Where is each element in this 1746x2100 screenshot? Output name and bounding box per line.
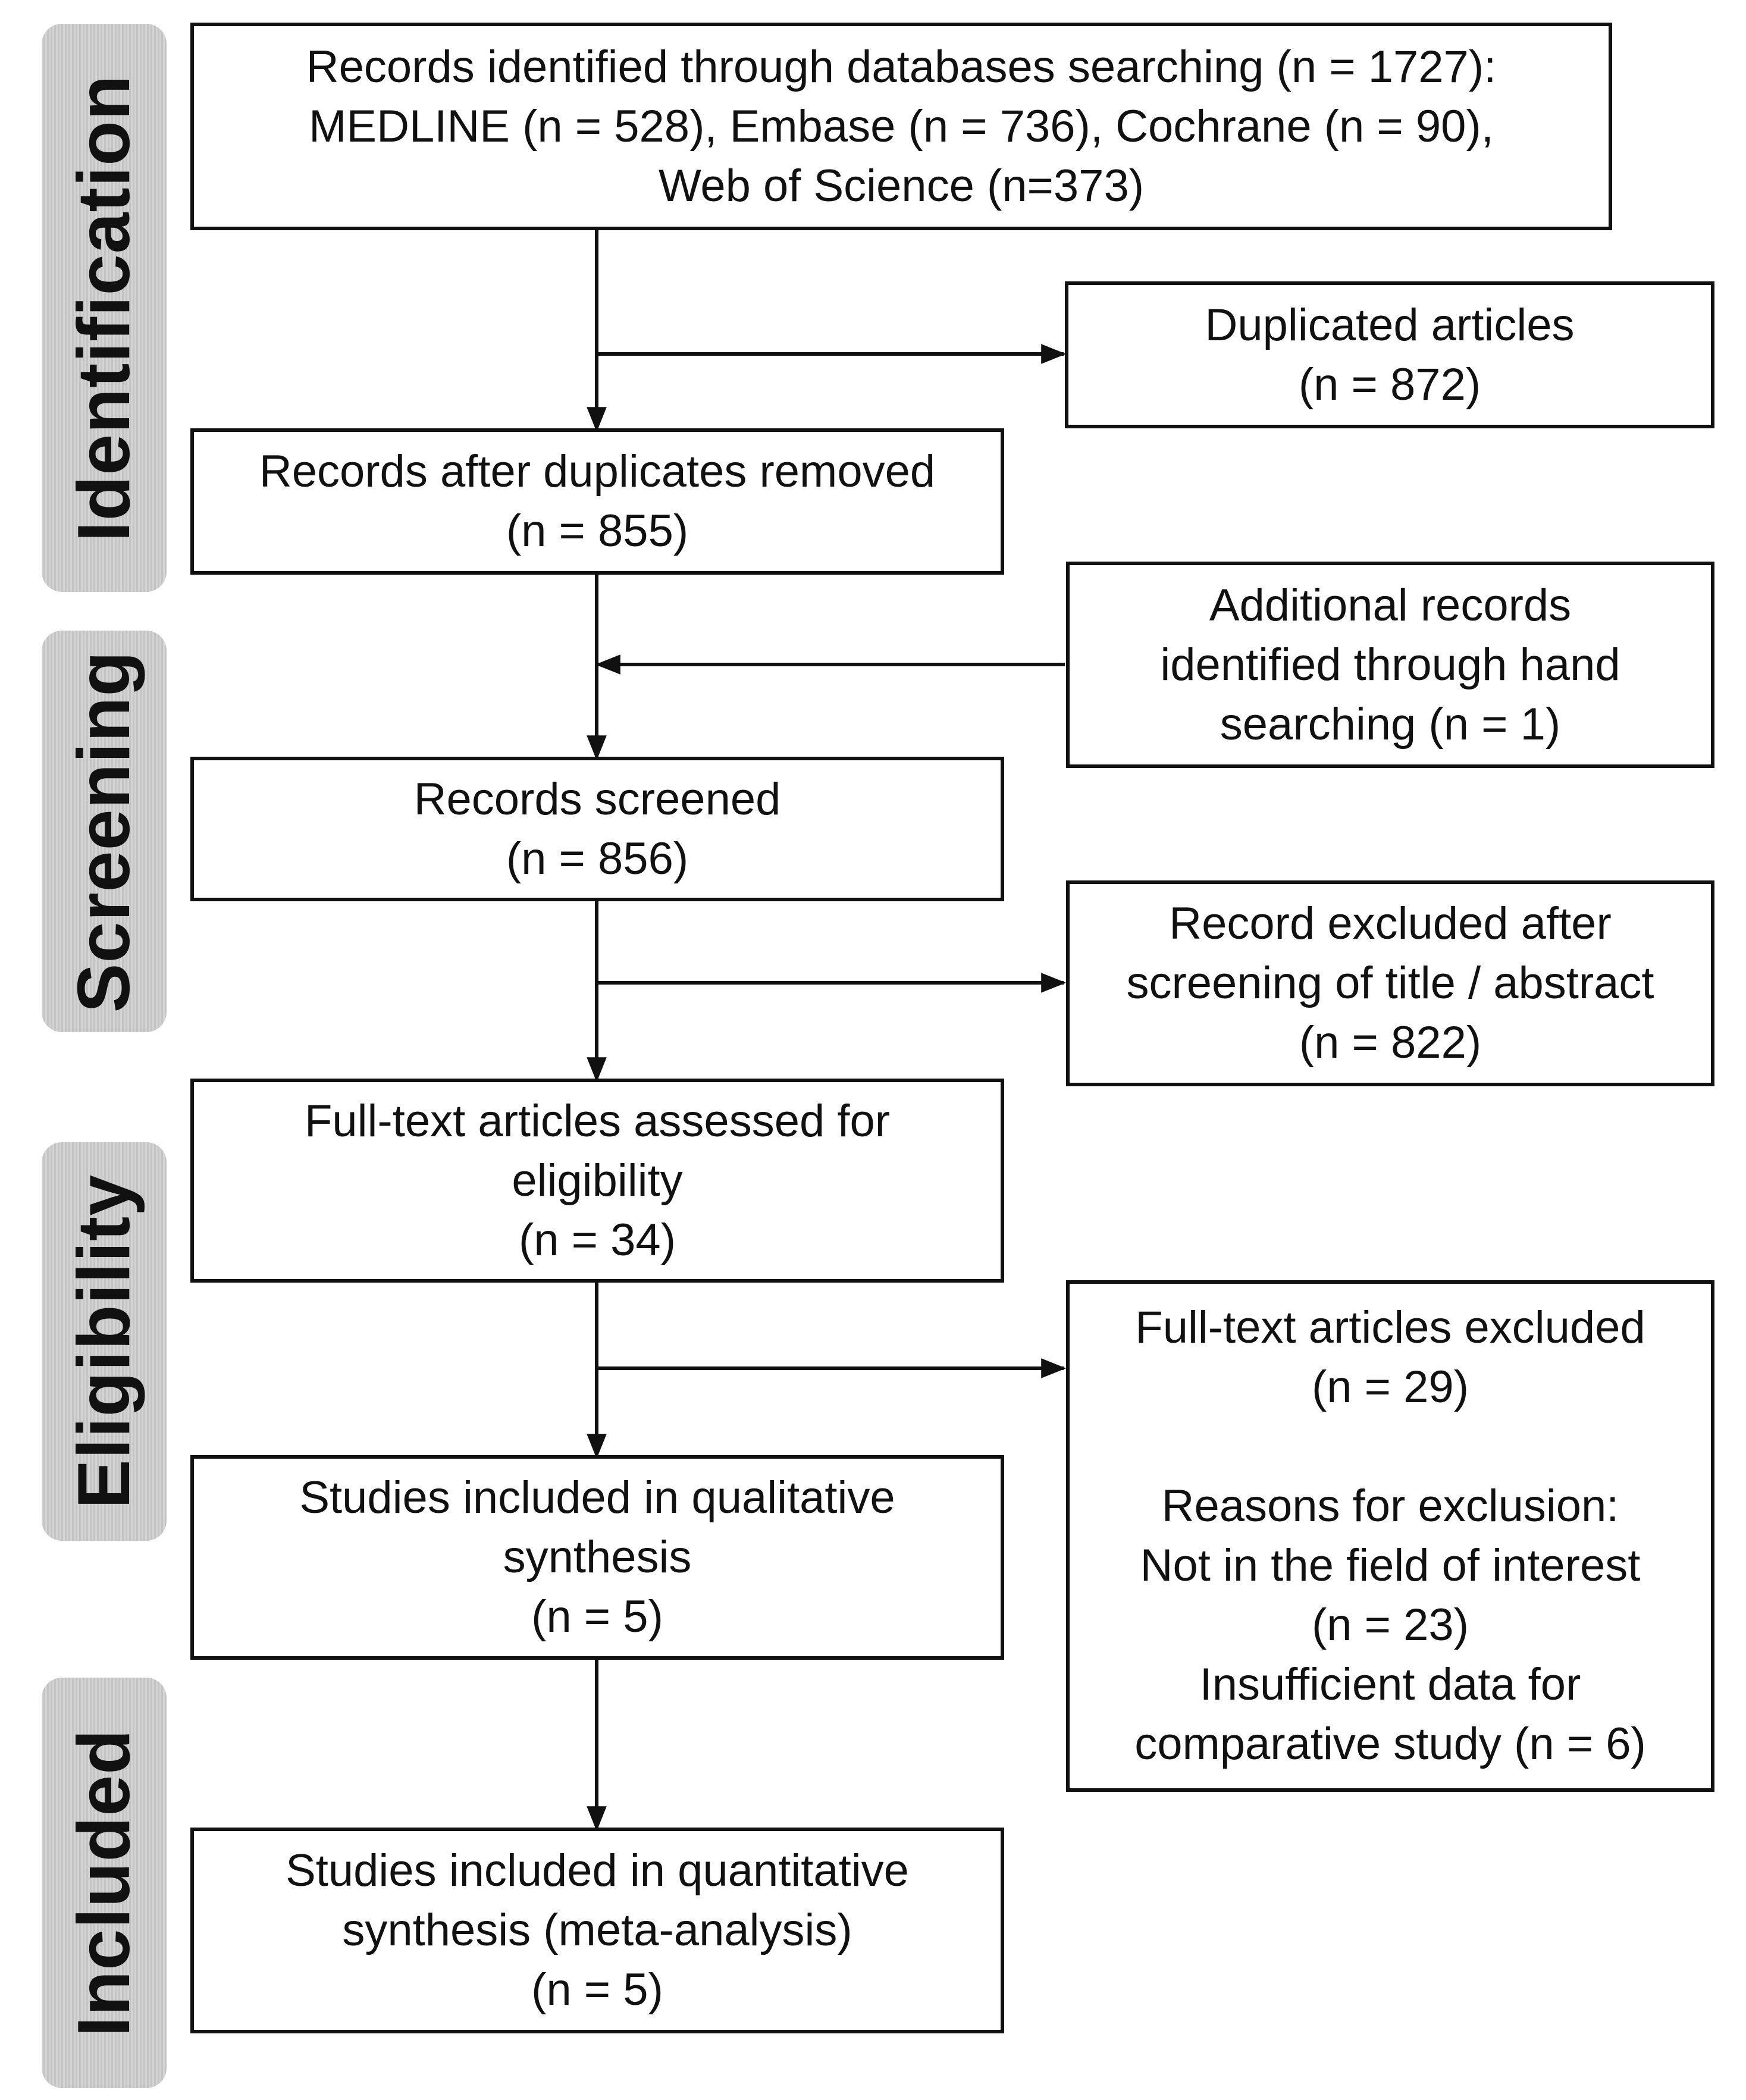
fulltext-excluded-line4: Not in the field of interest [1140,1540,1641,1591]
box-records-after-duplicates: Records after duplicates removed (n = 85… [190,428,1004,575]
box-fulltext-assessed: Full-text articles assessed for eligibil… [190,1079,1004,1283]
excluded-line1: Record excluded after [1169,898,1612,949]
after-duplicates-line1: Records after duplicates removed [259,446,936,497]
duplicated-line2: (n = 872) [1298,359,1481,410]
box-records-excluded: Record excluded after screening of title… [1066,880,1714,1086]
box-fulltext-excluded: Full-text articles excluded (n = 29) Rea… [1066,1280,1714,1792]
phase-eligibility: Eligibility [42,1142,167,1541]
fulltext-excluded-line6: Insufficient data for [1199,1659,1581,1710]
fulltext-assessed-line2: eligibility [512,1155,683,1206]
duplicated-line1: Duplicated articles [1205,299,1575,350]
phase-included: Included [42,1678,167,2088]
excluded-line2: screening of title / abstract [1126,958,1654,1008]
quantitative-line1: Studies included in quantitative [286,1845,909,1896]
fulltext-excluded-line1: Full-text articles excluded [1135,1302,1645,1353]
fulltext-excluded-line5: (n = 23) [1311,1600,1469,1650]
phase-screening: Screening [42,631,167,1032]
phase-identification: Identification [42,24,167,592]
fulltext-excluded-line3: Reasons for exclusion: [1161,1481,1619,1531]
quantitative-line2: synthesis (meta-analysis) [342,1905,852,1955]
box-records-screened: Records screened (n = 856) [190,757,1004,901]
qualitative-line2: synthesis [503,1532,692,1582]
box-qualitative-synthesis: Studies included in qualitative synthesi… [190,1455,1004,1660]
additional-line3: searching (n = 1) [1220,698,1561,750]
fulltext-excluded-line7: comparative study (n = 6) [1134,1719,1646,1769]
records-screened-line1: Records screened [413,773,781,825]
after-duplicates-line2: (n = 855) [506,506,689,556]
fulltext-excluded-line2: (n = 29) [1311,1362,1469,1412]
box-quantitative-synthesis: Studies included in quantitative synthes… [190,1828,1004,2033]
records-identified-line3: Web of Science (n=373) [658,160,1145,211]
box-records-identified: Records identified through databases sea… [190,23,1612,230]
fulltext-assessed-line1: Full-text articles assessed for [304,1095,891,1146]
records-identified-line1: Records identified through databases sea… [306,41,1497,92]
box-duplicated-articles: Duplicated articles (n = 872) [1065,281,1714,428]
fulltext-assessed-line3: (n = 34) [518,1214,676,1265]
excluded-line3: (n = 822) [1299,1017,1482,1068]
additional-line2: identified through hand [1160,639,1620,690]
box-additional-records: Additional records identified through ha… [1066,562,1714,768]
additional-line1: Additional records [1209,579,1572,631]
qualitative-line1: Studies included in qualitative [299,1472,895,1523]
quantitative-line3: (n = 5) [531,1964,663,2015]
records-screened-line2: (n = 856) [506,833,689,884]
records-identified-line2: MEDLINE (n = 528), Embase (n = 736), Coc… [309,101,1494,152]
qualitative-line3: (n = 5) [531,1591,663,1642]
